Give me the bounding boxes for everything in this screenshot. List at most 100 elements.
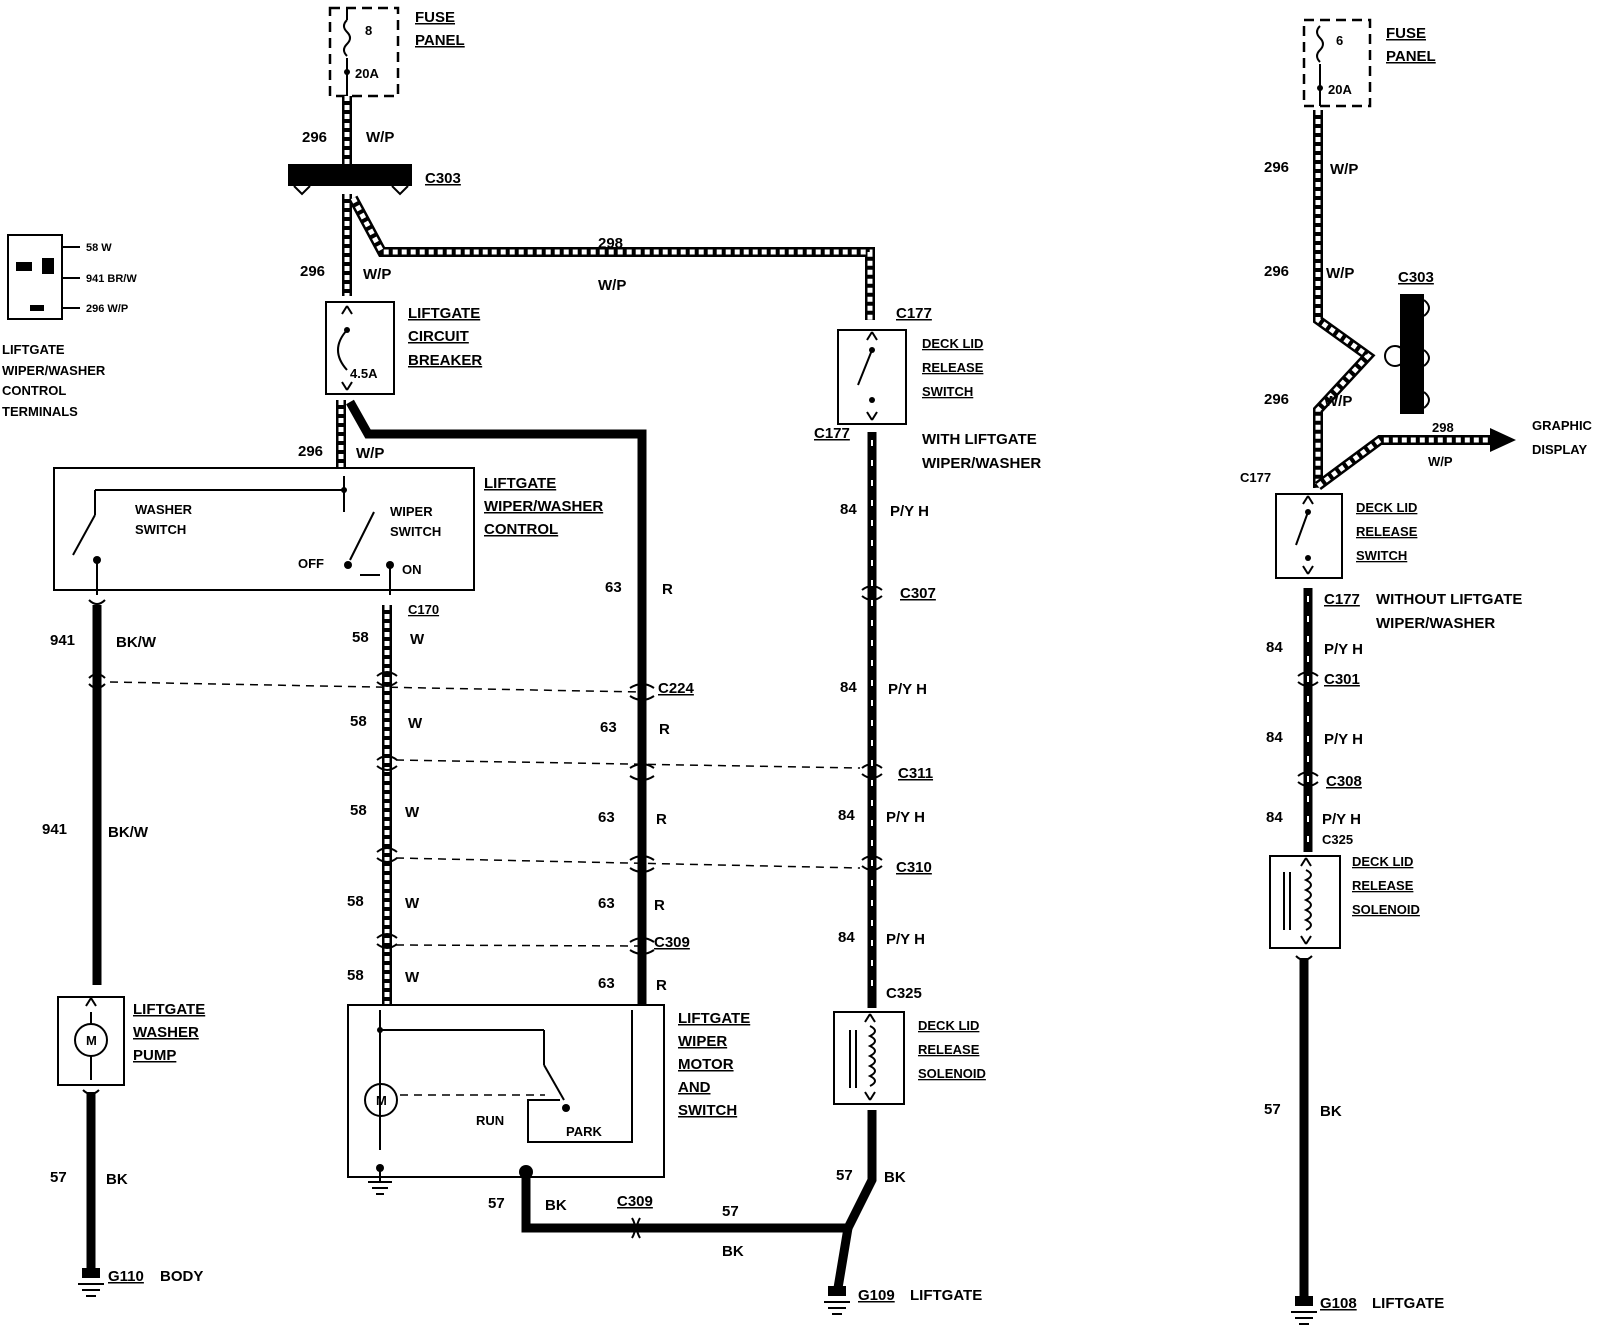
motor-ground (368, 1168, 392, 1195)
run-label: RUN (476, 1113, 504, 1128)
terminals-title-4: TERMINALS (2, 404, 78, 419)
liftgate-wiper-motor-and-switch: M RUN PARK LIFTGATE WIPER MOTOR AND SWIT… (347, 1004, 750, 1178)
wire-number: 57 (1264, 1101, 1281, 1118)
wire-color: P/Y H (886, 931, 925, 948)
wire-number: 84 (1266, 639, 1283, 656)
solenoid-label-3: SOLENOID (918, 1066, 986, 1081)
c325-label-right: C325 (1322, 832, 1353, 847)
g108-label: G108 (1320, 1295, 1357, 1312)
wire-color: W (405, 804, 420, 821)
with-liftgate-2: WIPER/WASHER (922, 455, 1041, 472)
wire-number: 58 (350, 713, 367, 730)
c307-label: C307 (900, 585, 936, 602)
c310-label: C310 (896, 859, 932, 876)
control-label-3: CONTROL (484, 521, 558, 538)
c309-label: C309 (654, 934, 690, 951)
wire-number: 57 (836, 1167, 853, 1184)
c224-label: C224 (658, 680, 695, 697)
wire-number: 296 (300, 263, 325, 280)
switch-off: OFF (298, 556, 324, 571)
wire-number: 63 (598, 809, 615, 826)
wire-number: 84 (838, 807, 855, 824)
c177-label-right-bottom: C177 (1324, 591, 1360, 608)
inline-connectors (376, 585, 883, 955)
g109-label: G109 (858, 1287, 895, 1304)
washer-switch-2: SWITCH (135, 522, 186, 537)
motor-label-1: LIFTGATE (678, 1010, 750, 1027)
solenoid-label-1: DECK LID (918, 1018, 979, 1033)
breaker-label-2: CIRCUIT (408, 328, 469, 345)
deck-switch-label-2: RELEASE (922, 360, 984, 375)
wire-color: P/Y H (890, 503, 929, 520)
deck-switch-label-1: DECK LID (1356, 500, 1417, 515)
motor-label-3: MOTOR (678, 1056, 734, 1073)
wire-color: W/P (1326, 265, 1354, 282)
wire-color: W (405, 969, 420, 986)
wire-color: W/P (1330, 161, 1358, 178)
deck-switch-label-2: RELEASE (1356, 524, 1418, 539)
g108-location: LIFTGATE (1372, 1295, 1444, 1312)
wiper-washer-control: WASHER SWITCH WIPER SWITCH OFF ON LIFTGA… (53, 467, 603, 595)
wire-number: 58 (347, 893, 364, 910)
wire-number: 63 (598, 895, 615, 912)
wire-color: R (654, 897, 665, 914)
wire-color: W (410, 631, 425, 648)
c303-label-right: C303 (1398, 269, 1434, 286)
without-liftgate-2: WIPER/WASHER (1376, 615, 1495, 632)
fuse-amperage: 20A (1328, 82, 1352, 97)
wire-color: BK (545, 1197, 567, 1214)
c177-label-right: C177 (1240, 470, 1271, 485)
solenoid-label-1: DECK LID (1352, 854, 1413, 869)
deck-lid-release-switch-left: DECK LID RELEASE SWITCH (837, 329, 984, 425)
breaker-amperage: 4.5A (350, 366, 378, 381)
motor-m: M (376, 1093, 387, 1108)
wire-color: R (656, 811, 667, 828)
c308-label: C308 (1326, 773, 1362, 790)
motor-label-2: WIPER (678, 1033, 727, 1050)
pump-label-2: WASHER (133, 1024, 199, 1041)
breaker-label-1: LIFTGATE (408, 305, 480, 322)
wire-color: W/P (356, 445, 384, 462)
wire-number: 296 (1264, 391, 1289, 408)
fuse-panel-label-2: PANEL (415, 32, 465, 49)
wiper-switch-1: WIPER (390, 504, 433, 519)
wire-number: 298 (1432, 420, 1454, 435)
pump-label-1: LIFTGATE (133, 1001, 205, 1018)
fuse-panel-right: 6 20A FUSE PANEL (1302, 18, 1436, 108)
wire-color: BK (1320, 1103, 1342, 1120)
wire-number: 296 (302, 129, 327, 146)
c177-label-bottom: C177 (814, 425, 850, 442)
ground-g108 (1291, 1296, 1317, 1325)
wire-number: 63 (600, 719, 617, 736)
c303-label: C303 (425, 170, 461, 187)
c177-label-top: C177 (896, 305, 932, 322)
connector-c303-right: C303 (1384, 269, 1434, 414)
wire-number: 58 (352, 629, 369, 646)
solenoid-label-2: RELEASE (918, 1042, 980, 1057)
terminals-title-2: WIPER/WASHER (2, 363, 106, 378)
wire-color: W (408, 715, 423, 732)
wire-color: P/Y H (888, 681, 927, 698)
liftgate-circuit-breaker: 4.5A LIFTGATE CIRCUIT BREAKER (325, 301, 482, 395)
wire-color: BK/W (108, 824, 149, 841)
wire-number: 57 (50, 1169, 67, 1186)
motor-label-5: SWITCH (678, 1102, 737, 1119)
control-label-1: LIFTGATE (484, 475, 556, 492)
wire-color: P/Y H (1324, 641, 1363, 658)
wire-number: 941 (50, 632, 75, 649)
control-terminals-inset: 58 W 941 BR/W 296 W/P LIFTGATE WIPER/WAS… (2, 234, 137, 419)
fuse-panel-label-2: PANEL (1386, 48, 1436, 65)
deck-lid-release-solenoid-left: DECK LID RELEASE SOLENOID (833, 1011, 986, 1105)
fuse-amperage: 20A (355, 66, 379, 81)
fuse-number: 8 (365, 23, 372, 38)
g110-location: BODY (160, 1268, 203, 1285)
connector-c303: C303 (288, 164, 461, 196)
park-label: PARK (566, 1124, 602, 1139)
fuse-panel-left: 8 20A FUSE PANEL (328, 6, 465, 98)
terminal-296: 296 W/P (86, 303, 128, 315)
graphic-display-1: GRAPHIC (1532, 418, 1593, 433)
wire-number: 84 (840, 501, 857, 518)
wire-number: 941 (42, 821, 67, 838)
c311-label: C311 (898, 765, 933, 782)
